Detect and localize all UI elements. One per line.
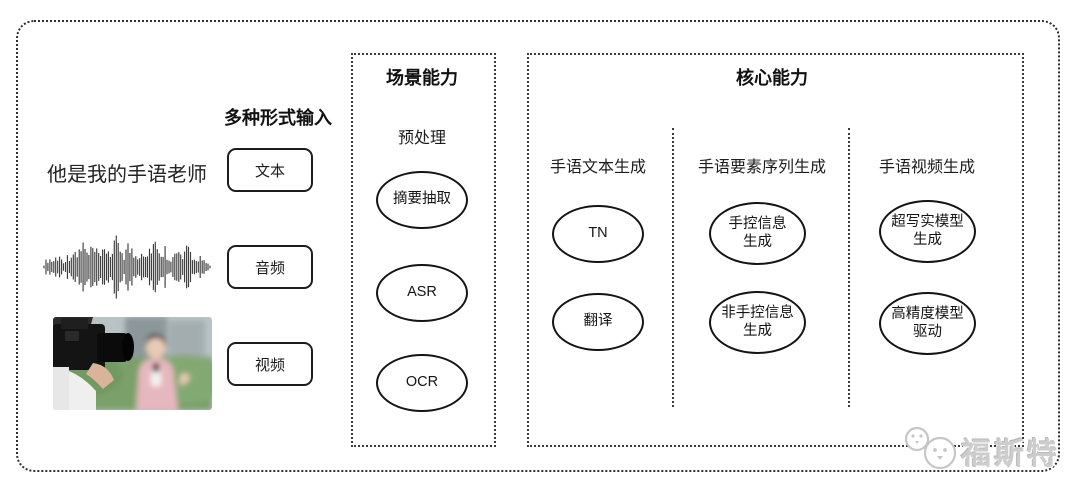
node-non-manual-info-generation: 非手控信息 生成 <box>709 291 806 354</box>
chick-logo-icon <box>904 426 957 470</box>
node-translation: 翻译 <box>552 293 644 351</box>
input-box-video-label: 视频 <box>254 356 285 374</box>
node-asr: ASR <box>376 264 468 322</box>
core-capability-title: 核心能力 <box>736 68 808 88</box>
node-tn: TN <box>552 205 644 263</box>
scene-capability-panel <box>351 53 496 447</box>
column-header-sl-text-generation: 手语文本生成 <box>549 159 647 176</box>
watermark-brand: 福斯特 <box>961 438 1060 471</box>
column-header-sl-video-generation: 手语视频生成 <box>878 159 976 176</box>
input-box-video: 视频 <box>227 342 313 386</box>
input-box-audio-label: 音频 <box>254 259 285 277</box>
input-box-text-label: 文本 <box>254 162 285 180</box>
core-capability-panel <box>527 53 1024 447</box>
input-box-audio: 音频 <box>227 245 313 289</box>
text-input-sample: 他是我的手语老师 <box>47 164 207 186</box>
audio-waveform-icon <box>43 235 211 299</box>
column-header-sl-element-sequence-generation: 手语要素序列生成 <box>697 159 827 176</box>
node-summary-extraction: 摘要抽取 <box>376 171 468 229</box>
video-sample-photo <box>53 317 212 410</box>
node-ocr: OCR <box>376 354 468 412</box>
node-manual-info-generation: 手控信息 生成 <box>709 202 806 265</box>
scene-capability-title: 场景能力 <box>386 68 458 88</box>
node-high-precision-model-driving: 高精度模型 驱动 <box>879 292 976 355</box>
node-hyperrealistic-model-generation: 超写实模型 生成 <box>879 200 976 263</box>
core-column-divider-1 <box>672 128 674 407</box>
core-column-divider-2 <box>848 128 850 407</box>
input-box-text: 文本 <box>227 148 313 192</box>
input-section-heading: 多种形式输入 <box>224 108 332 128</box>
reporter-photo-illustration <box>53 317 212 410</box>
preprocessing-label: 预处理 <box>397 130 447 147</box>
diagram-outer-border <box>16 20 1060 472</box>
